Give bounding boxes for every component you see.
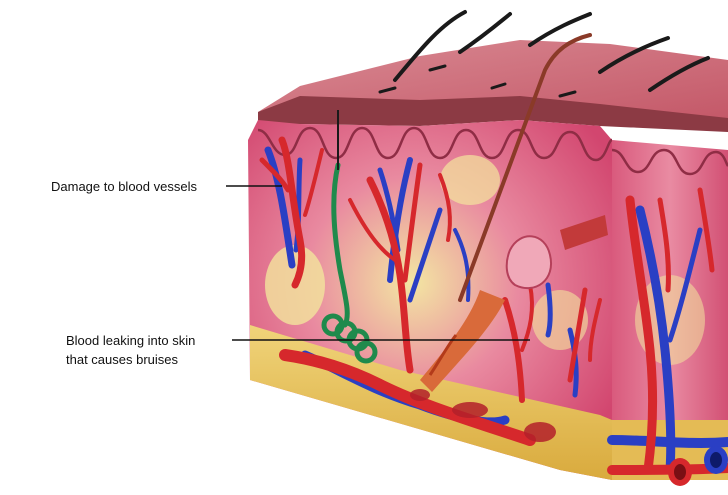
hair-shafts <box>378 10 710 302</box>
damage-label: Damage to blood vessels <box>51 179 197 194</box>
leak-label: Blood leaking into skin that causes brui… <box>66 331 195 369</box>
nerve <box>321 162 378 364</box>
vessel-openings <box>668 446 728 486</box>
skin-surface <box>258 40 728 132</box>
hair-follicle <box>420 215 608 392</box>
bruise-spots <box>410 389 556 442</box>
leak-label-line-2: that causes bruises <box>66 352 179 367</box>
leader-lines <box>226 185 530 341</box>
leak-label-line-1: Blood leaking into skin <box>66 333 196 348</box>
